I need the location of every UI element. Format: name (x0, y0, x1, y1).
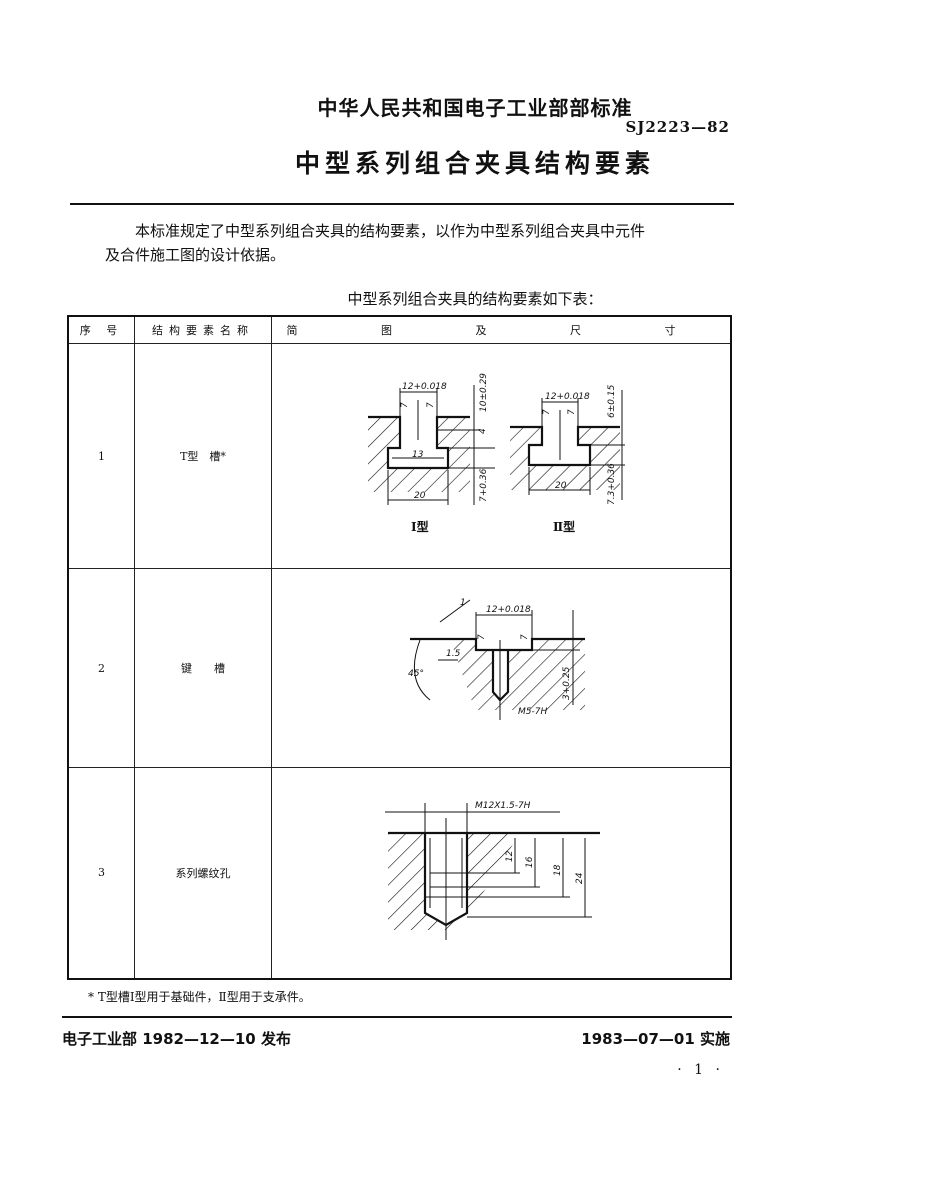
row-no: 3 (67, 767, 135, 979)
intro-line-1: 本标准规定了中型系列组合夹具的结构要素，以作为中型系列组合夹具中元件 (135, 222, 646, 240)
row-drawing (271, 767, 732, 979)
row-drawing (271, 568, 732, 768)
row-no: 2 (67, 568, 135, 768)
row-no: 1 (67, 343, 135, 569)
table-row: 1 T型 槽* (67, 343, 732, 569)
document-title: 中型系列组合夹具结构要素 (294, 149, 655, 178)
row-name: T型 槽* (134, 343, 272, 569)
issuing-organization: 中华人民共和国电子工业部部标准 (317, 96, 633, 120)
row-drawing (271, 343, 732, 569)
row-name: 键 槽 (134, 568, 272, 768)
standard-code: SJ2223—82 (625, 118, 730, 136)
table-header-row: 序 号 结构要素名称 简 图 及 尺 寸 (67, 315, 732, 344)
table-row: 3 系列螺纹孔 (67, 767, 732, 979)
table-caption: 中型系列组合夹具的结构要素如下表： (347, 290, 603, 308)
footer-divider (62, 1016, 732, 1018)
page-number: · 1 · (677, 1062, 724, 1078)
header-divider (70, 203, 734, 205)
header-drawing: 简 图 及 尺 寸 (271, 315, 732, 344)
publication-date: 电子工业部 1982—12—10 发布 (62, 1030, 291, 1048)
intro-line-2: 及合件施工图的设计依据。 (105, 246, 286, 264)
header-name: 结构要素名称 (134, 315, 272, 344)
implementation-date: 1983—07—01 实施 (581, 1030, 730, 1048)
header-no: 序 号 (67, 315, 135, 344)
table-row: 2 键 槽 (67, 568, 732, 768)
structure-elements-table: 序 号 结构要素名称 简 图 及 尺 寸 1 T型 槽* 2 键 槽 3 系列螺… (67, 315, 732, 980)
footnote: * T型槽Ⅰ型用于基础件，Ⅱ型用于支承件。 (88, 990, 311, 1004)
row-name: 系列螺纹孔 (134, 767, 272, 979)
